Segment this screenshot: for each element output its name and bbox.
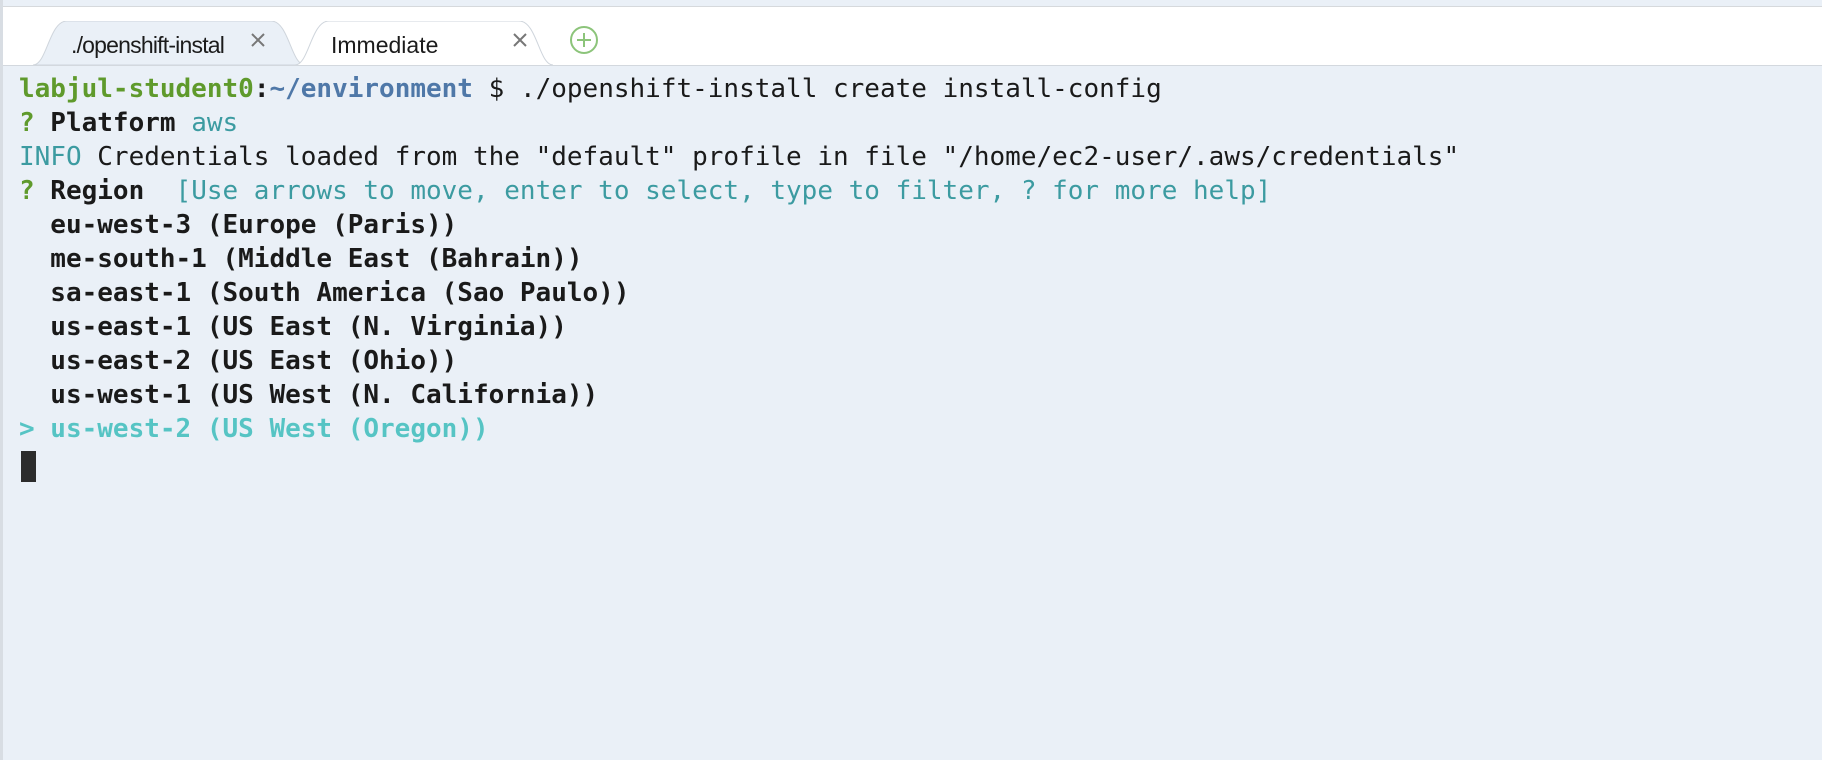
prompt-user: labjul-student0 bbox=[19, 74, 254, 104]
prompt-colon: : bbox=[253, 74, 270, 104]
text-cursor bbox=[21, 451, 36, 482]
tab-shape bbox=[33, 21, 305, 65]
tab-label: ./openshift-instal bbox=[71, 32, 225, 58]
prompt-symbol: $ bbox=[472, 74, 520, 104]
platform-line: ? Platform aws bbox=[19, 106, 238, 140]
region-option-selected[interactable]: > us-west-2 (US West (Oregon)) bbox=[19, 414, 489, 444]
tab-bar: ./openshift-instal Immediate bbox=[3, 7, 1822, 66]
region-hint: [Use arrows to move, enter to select, ty… bbox=[159, 176, 1272, 206]
close-icon[interactable] bbox=[247, 29, 269, 51]
question-marker: ? bbox=[19, 108, 35, 138]
region-option[interactable]: eu-west-3 (Europe (Paris)) bbox=[19, 210, 458, 240]
region-option[interactable]: us-east-2 (US East (Ohio)) bbox=[19, 346, 458, 376]
prompt-path: ~/environment bbox=[269, 74, 473, 104]
region-option[interactable]: sa-east-1 (South America (Sao Paulo)) bbox=[19, 278, 630, 308]
region-option[interactable]: us-east-1 (US East (N. Virginia)) bbox=[19, 312, 567, 342]
question-marker: ? bbox=[19, 176, 35, 206]
info-message: Credentials loaded from the "default" pr… bbox=[81, 142, 1460, 172]
command-line: labjul-student0:~/environment $ ./opensh… bbox=[19, 72, 1162, 106]
platform-value: aws bbox=[191, 108, 239, 138]
platform-label: Platform bbox=[34, 108, 192, 138]
region-option[interactable]: us-west-1 (US West (N. California)) bbox=[19, 380, 599, 410]
top-border bbox=[3, 6, 1822, 7]
info-line: INFO Credentials loaded from the "defaul… bbox=[19, 140, 1459, 174]
tab-openshift-install[interactable]: ./openshift-instal bbox=[33, 21, 305, 65]
info-level: INFO bbox=[19, 142, 82, 172]
tab-immediate[interactable]: Immediate bbox=[295, 21, 553, 65]
tab-shape bbox=[295, 21, 553, 65]
region-label: Region bbox=[34, 176, 160, 206]
tab-label: Immediate bbox=[331, 32, 439, 58]
region-prompt-line: ? Region [Use arrows to move, enter to s… bbox=[19, 174, 1271, 208]
close-icon[interactable] bbox=[509, 29, 531, 51]
region-option[interactable]: me-south-1 (Middle East (Bahrain)) bbox=[19, 244, 583, 274]
terminal-output[interactable]: labjul-student0:~/environment $ ./opensh… bbox=[19, 70, 1822, 760]
command-text: ./openshift-install create install-confi… bbox=[519, 74, 1162, 104]
plus-circle-icon[interactable] bbox=[569, 25, 599, 55]
